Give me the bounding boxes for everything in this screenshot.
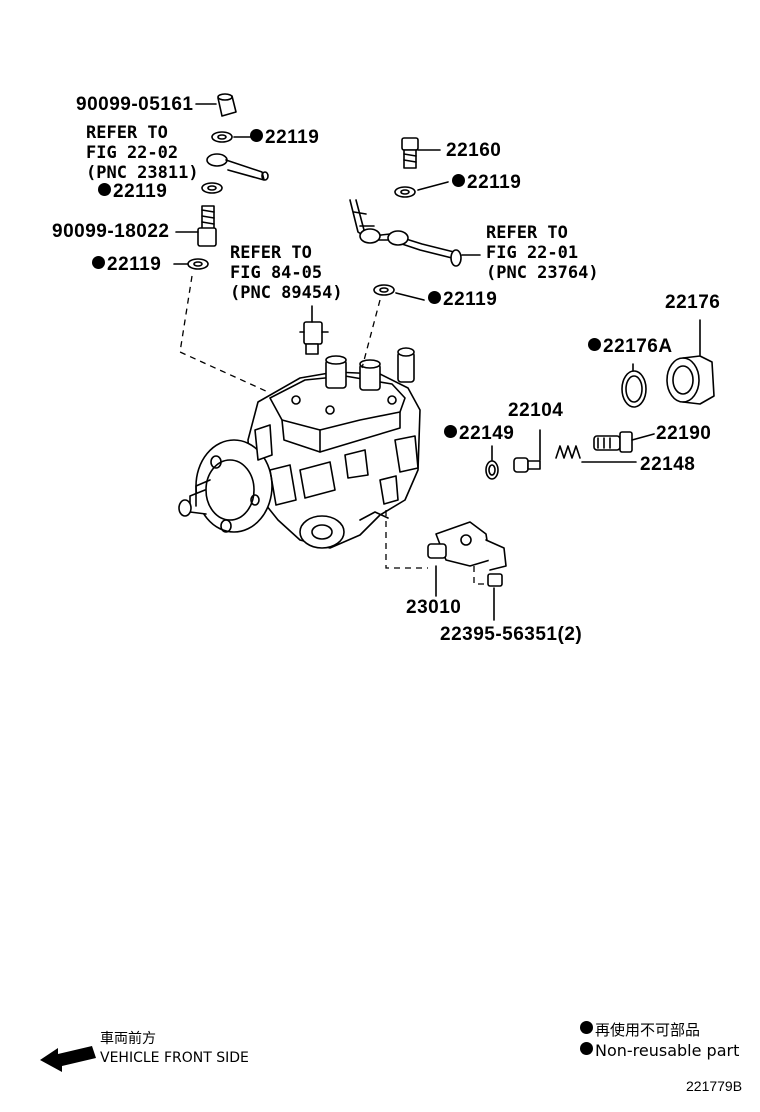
vehicle-front-japanese: 車両前方	[100, 1031, 156, 1047]
non-reusable-dot-icon	[98, 183, 111, 196]
part-22176-fitting	[666, 319, 715, 405]
vehicle-front-english: VEHICLE FRONT SIDE	[100, 1050, 249, 1066]
part-22190-valve	[593, 431, 655, 453]
part-22176A-oring	[621, 363, 647, 408]
label-22176: 22176	[665, 292, 721, 313]
washer-22119-a	[211, 131, 251, 143]
non-reusable-dot-icon	[580, 1042, 593, 1055]
non-reusable-dot-icon	[580, 1021, 593, 1034]
vehicle-front-arrow-icon	[40, 1046, 96, 1072]
non-reusable-dot-icon	[452, 174, 465, 187]
non-reusable-dot-icon	[92, 256, 105, 269]
part-22160-bolt	[401, 137, 441, 169]
legend-japanese: 再使用不可部品	[580, 1021, 700, 1038]
part-23010-solenoid	[427, 521, 507, 597]
label-22176A: 22176A	[588, 337, 673, 356]
label-22395-56351: 22395-56351(2)	[440, 624, 583, 645]
non-reusable-dot-icon	[250, 129, 263, 142]
washer-22119-e	[373, 284, 425, 301]
non-reusable-dot-icon	[444, 425, 457, 438]
part-22395-screw	[487, 573, 503, 621]
label-22119-a: 22119	[250, 128, 319, 147]
washer-22119-b	[201, 182, 223, 194]
label-22119-d: 22119	[452, 173, 521, 192]
part-90099-05161-cap	[195, 93, 237, 117]
label-23010: 23010	[406, 597, 462, 618]
non-reusable-dot-icon	[588, 338, 601, 351]
injection-pump-body	[178, 347, 421, 549]
dashed-line-screw	[473, 566, 488, 585]
label-22119-c: 22119	[92, 255, 161, 274]
washer-22119-c	[173, 258, 209, 270]
label-22160: 22160	[446, 140, 502, 161]
non-reusable-dot-icon	[428, 291, 441, 304]
label-90099-18022: 90099-18022	[52, 221, 170, 242]
part-22104-plunger	[513, 429, 541, 473]
label-90099-05161: 90099-05161	[76, 94, 194, 115]
dashed-line-left	[179, 275, 269, 393]
label-22148: 22148	[640, 454, 696, 475]
label-22149: 22149	[444, 424, 514, 443]
part-22149-ring	[485, 445, 499, 480]
dashed-line-center	[361, 299, 381, 369]
legend-english: Non-reusable part	[580, 1042, 739, 1059]
figure-number: 221779B	[686, 1078, 743, 1094]
part-22148-spring	[555, 445, 637, 463]
dashed-line-bottom	[385, 510, 428, 569]
label-22104: 22104	[508, 400, 564, 421]
label-22190: 22190	[656, 423, 712, 444]
pipe-fig-22-02	[206, 153, 269, 181]
part-90099-18022-bolt	[175, 205, 217, 247]
label-22119-b: 22119	[98, 182, 167, 201]
pipe-fig-22-01	[349, 199, 481, 267]
sensor-fig-84-05	[299, 305, 329, 355]
washer-22119-d	[394, 181, 449, 198]
label-22119-e: 22119	[428, 290, 497, 309]
